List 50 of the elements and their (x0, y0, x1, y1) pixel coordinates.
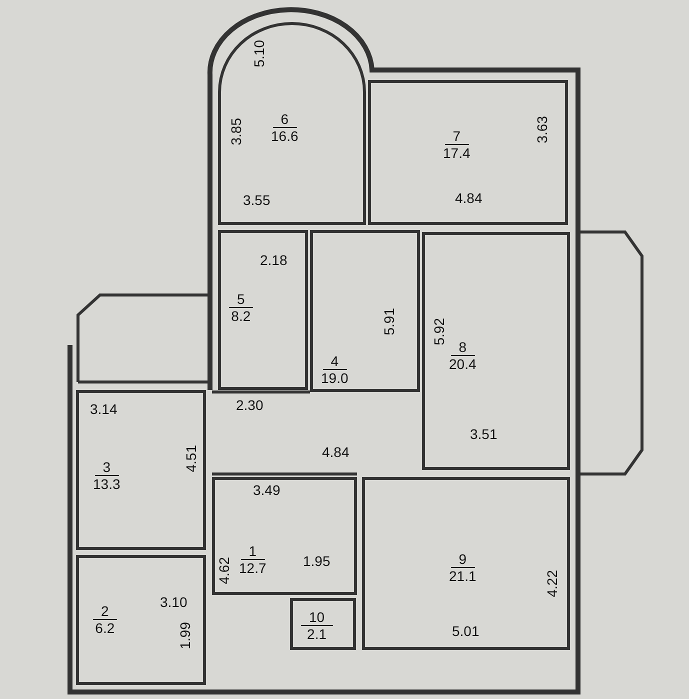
dimension-label: 4.84 (455, 190, 482, 206)
room-number: 5 (229, 291, 253, 308)
dimension-label: 5.10 (251, 40, 267, 68)
room-area: 13.3 (93, 476, 120, 492)
room-area: 21.1 (449, 568, 476, 584)
room-number: 2 (93, 603, 117, 620)
dimension-label: 2.18 (260, 252, 288, 268)
dimension-label: 4.84 (322, 444, 350, 460)
room-area: 6.2 (95, 620, 115, 636)
dimension-label: 4.62 (216, 557, 232, 584)
dimension-label: 1.95 (303, 553, 330, 569)
room-area: 19.0 (321, 370, 348, 386)
dimension-label: 3.55 (243, 192, 270, 208)
dimension-label: 5.92 (431, 318, 447, 346)
dimension-label: 1.99 (177, 622, 193, 650)
dimension-label: 5.01 (452, 623, 480, 639)
dimension-label: 3.14 (90, 401, 118, 417)
dimension-label: 3.10 (160, 594, 188, 610)
room-area: 20.4 (449, 356, 476, 372)
room-outline (218, 230, 308, 390)
room-outline (368, 80, 568, 225)
room-outline (422, 232, 570, 470)
room-outline (212, 477, 357, 595)
room-number: 1 (240, 543, 265, 560)
dimension-label: 4.22 (544, 570, 560, 598)
dimension-label: 3.49 (253, 482, 280, 498)
dimension-label: 2.30 (236, 397, 264, 413)
dimension-label: 4.51 (183, 445, 199, 472)
room-outline (76, 390, 206, 550)
room-area: 2.1 (307, 626, 327, 642)
room-area: 12.7 (239, 560, 266, 576)
room-outline (362, 477, 570, 650)
room-number: 4 (322, 353, 347, 370)
room-outline (310, 230, 420, 392)
room-number: 9 (450, 551, 475, 568)
room-number: 8 (450, 339, 475, 356)
room-number: 6 (272, 111, 297, 128)
room-area: 17.4 (443, 145, 470, 161)
room-number: 3 (94, 459, 119, 476)
room-number: 7 (444, 128, 469, 145)
dimension-label: 3.51 (470, 426, 498, 442)
room-area: 16.6 (271, 128, 298, 144)
room-area: 8.2 (231, 308, 251, 324)
dimension-label: 3.63 (534, 116, 550, 144)
dimension-label: 5.91 (381, 308, 397, 336)
room-outline (76, 555, 206, 685)
dimension-label: 3.85 (228, 118, 244, 146)
room-outline (290, 598, 356, 650)
room-outline (218, 22, 366, 225)
room-number: 10 (301, 609, 333, 626)
